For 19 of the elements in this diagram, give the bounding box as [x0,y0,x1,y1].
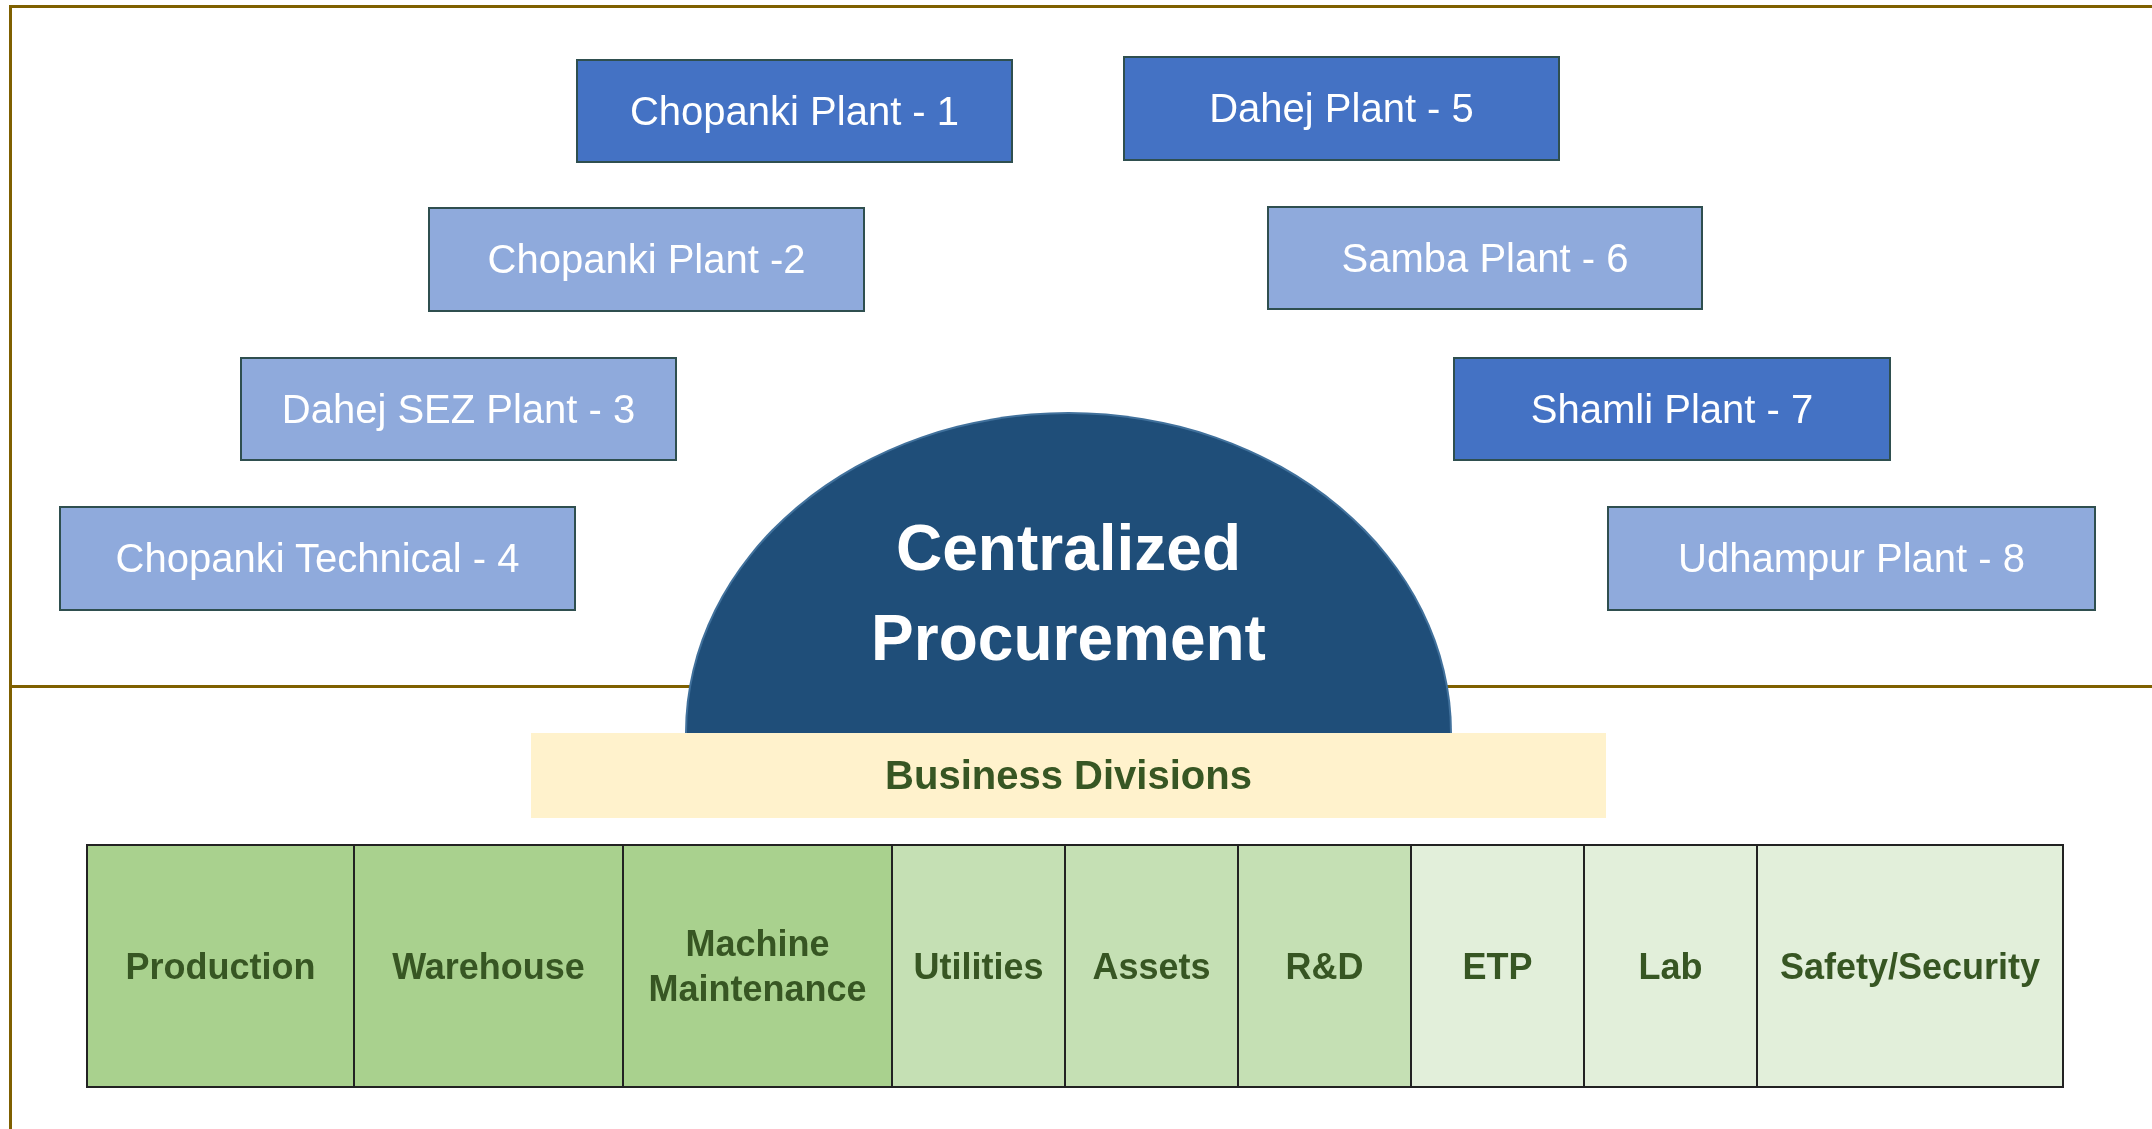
plant-box: Dahej Plant - 5 [1123,56,1560,161]
section-banner: Business Divisions [531,733,1606,818]
division-cell: Utilities [891,844,1066,1088]
plant-box: Chopanki Technical - 4 [59,506,576,611]
division-cell: Warehouse [353,844,624,1088]
plant-box: Chopanki Plant -2 [428,207,865,312]
division-cell: R&D [1237,844,1412,1088]
plant-box: Udhampur Plant - 8 [1607,506,2096,611]
division-cell: Machine Maintenance [622,844,893,1088]
procurement-dome: Centralized Procurement [685,412,1452,733]
plant-box: Shamli Plant - 7 [1453,357,1891,461]
division-cell: Assets [1064,844,1239,1088]
division-cell: ETP [1410,844,1585,1088]
division-cell: Production [86,844,355,1088]
plant-box: Chopanki Plant - 1 [576,59,1013,163]
plant-box: Samba Plant - 6 [1267,206,1703,310]
division-cell: Lab [1583,844,1758,1088]
plant-box: Dahej SEZ Plant - 3 [240,357,677,461]
division-cell: Safety/Security [1756,844,2064,1088]
